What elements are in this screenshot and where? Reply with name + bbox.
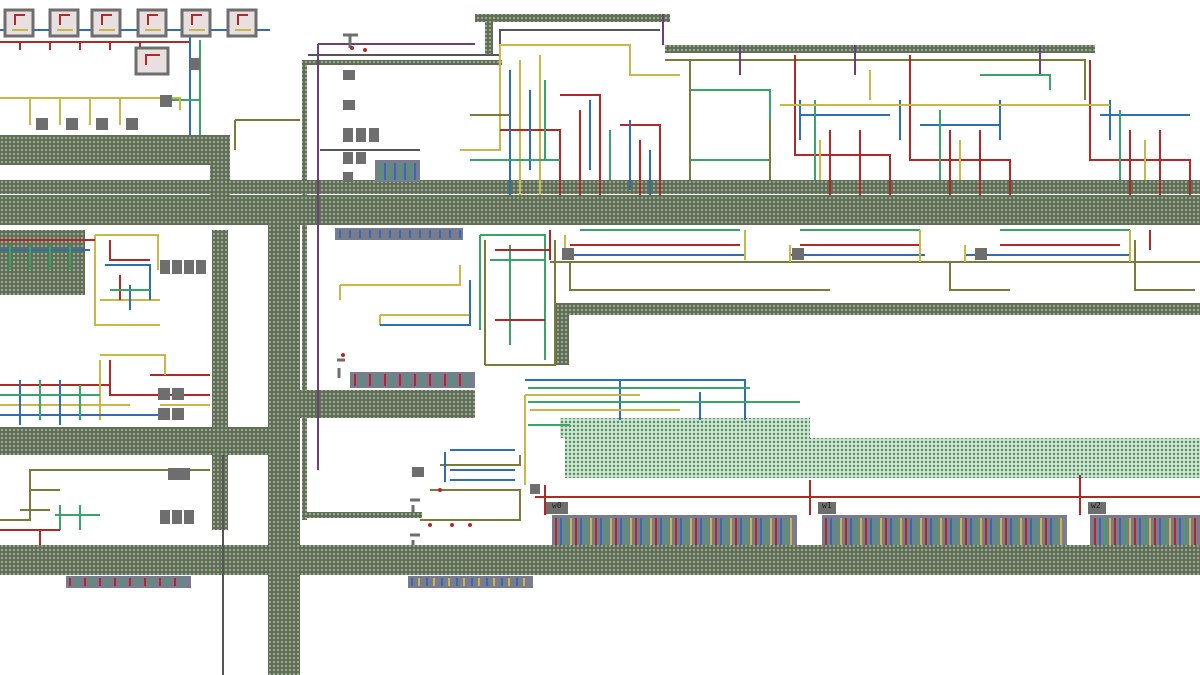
wire-network xyxy=(0,14,1200,675)
wire-red-center xyxy=(495,230,551,321)
bus-vertical-b xyxy=(210,135,230,225)
wire-purple-top xyxy=(317,14,664,470)
bus-frame-left xyxy=(302,60,307,520)
wire-olive-lowleft xyxy=(0,469,210,521)
wire-purple-right xyxy=(739,45,1041,75)
wire-yellow-central xyxy=(460,44,680,195)
piston-cell xyxy=(3,8,35,38)
wire-red-memory xyxy=(535,475,1200,515)
piston-cell xyxy=(90,8,122,38)
register-label-0: w0 xyxy=(552,501,562,510)
repeater-icon xyxy=(546,502,1106,514)
wire-olive-central xyxy=(470,59,1086,180)
piston-cell xyxy=(48,8,80,38)
bus-right-shelf-drop xyxy=(555,303,569,365)
wire-green-lowleft xyxy=(0,380,100,420)
bus-mid-block xyxy=(300,390,475,418)
bus-mid-left xyxy=(0,427,275,455)
memory-array-stripes xyxy=(560,418,810,438)
wire-yellow-center xyxy=(339,265,471,325)
bus-main-horizontal xyxy=(0,195,1200,225)
wire-olive-memory xyxy=(420,455,521,521)
memory-array xyxy=(560,418,1200,478)
lever-icon xyxy=(337,33,420,545)
bus-frame-bottom xyxy=(302,512,422,518)
piston-cell xyxy=(226,8,258,38)
memory-array-grid xyxy=(565,438,1200,478)
wire-yellow-right xyxy=(780,70,1146,180)
wire-red-lowleft-2 xyxy=(0,529,60,545)
bus-frame-top xyxy=(302,60,502,65)
bus-network xyxy=(0,14,1200,675)
wire-green-midleft xyxy=(9,245,150,291)
redstone-torch-icon xyxy=(341,46,472,527)
piston-wire-accent xyxy=(14,14,248,65)
wire-red-top-left xyxy=(0,41,190,50)
bus-pipe-top xyxy=(475,14,670,22)
wire-colors-rightmid xyxy=(550,240,1200,291)
display-block-icon xyxy=(36,58,987,524)
wire-gray-top xyxy=(308,29,660,151)
wire-yellow-rightmid xyxy=(564,230,1131,262)
bank-mid-center xyxy=(350,372,475,388)
wire-red-central xyxy=(500,94,661,195)
wire-red-rightmid xyxy=(570,230,1151,250)
component-banks xyxy=(66,160,1200,588)
small-components xyxy=(36,33,1106,545)
bank-top-small xyxy=(375,160,420,182)
register-label-2: w2 xyxy=(1091,501,1101,510)
bus-vertical-a xyxy=(268,225,300,675)
wire-olive-center xyxy=(484,240,556,366)
bus-pipe-vert xyxy=(485,14,493,54)
bus-lower-horizontal xyxy=(0,545,1200,575)
wire-green-memory xyxy=(528,387,800,426)
wire-blue-center xyxy=(380,280,471,326)
wire-yellow-left xyxy=(0,97,181,125)
bus-vertical-c xyxy=(212,230,228,530)
bus-right-shelf xyxy=(555,303,1200,315)
bus-pipe-right xyxy=(665,45,1095,53)
register-label-1: w1 xyxy=(822,501,832,510)
wire-blue-right xyxy=(799,100,1190,140)
wire-yellow-lowleft xyxy=(0,354,210,420)
wire-green-central xyxy=(470,80,771,180)
piston-cell xyxy=(136,8,168,38)
wire-green-right xyxy=(814,74,1121,180)
wire-blue-top-left xyxy=(0,29,270,135)
piston-cells xyxy=(3,8,258,76)
wire-colors-lowleft xyxy=(55,505,100,530)
piston-cell xyxy=(180,8,212,38)
bus-left-top xyxy=(0,135,230,165)
wire-red-midleft xyxy=(0,239,150,300)
wire-olive-top xyxy=(234,119,300,150)
wire-green-center xyxy=(479,234,546,360)
wire-yellow-memory xyxy=(524,394,680,485)
piston-cell xyxy=(134,46,170,76)
wire-blue-memory xyxy=(525,379,746,420)
wire-colors-bottomc xyxy=(444,449,515,482)
wire-blue-central xyxy=(509,70,651,195)
bank-stripes xyxy=(69,163,1196,586)
